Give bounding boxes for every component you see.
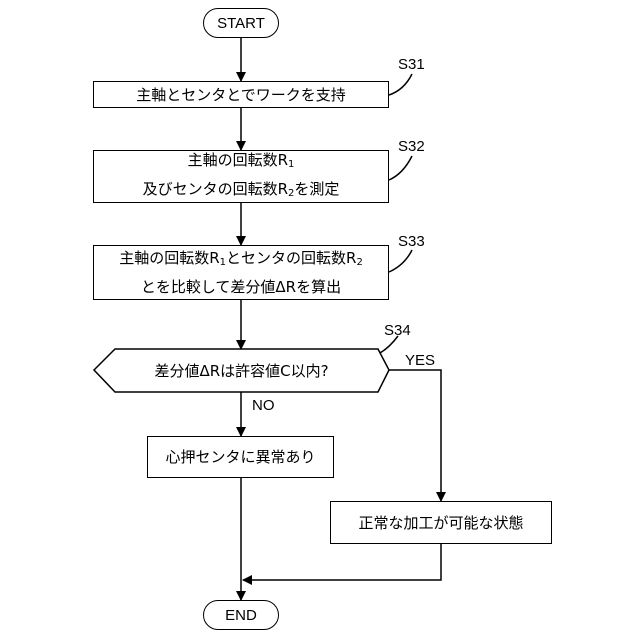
step-s33-tag: S33 [398, 233, 425, 250]
end-terminal: END [203, 600, 279, 630]
leader-s31 [389, 74, 412, 95]
start-terminal: START [203, 8, 279, 38]
step-s33-box: 主軸の回転数R1とセンタの回転数R2 とを比較して差分値ΔRを算出 [93, 245, 389, 300]
leader-s32 [389, 156, 412, 180]
decision-no-label: NO [252, 397, 275, 414]
start-label: START [217, 15, 265, 32]
step-s33-line1: 主軸の回転数R1とセンタの回転数R2 [119, 246, 363, 275]
decision-yes-label: YES [405, 352, 435, 369]
arrow-normal-to-merge [243, 544, 441, 580]
outcome-abnormal-box: 心押センタに異常あり [147, 436, 334, 478]
leader-s33 [389, 250, 412, 272]
outcome-abnormal-text: 心押センタに異常あり [165, 445, 315, 469]
decision-s34-text: 差分値ΔRは許容値C以内? [94, 349, 389, 392]
step-s31-box: 主軸とセンタとでワークを支持 [93, 81, 389, 108]
step-s32-tag: S32 [398, 138, 425, 155]
step-s32-line2: 及びセンタの回転数R2を測定 [143, 177, 340, 206]
arrow-yes-to-normal [389, 370, 441, 501]
step-s32-box: 主軸の回転数R1 及びセンタの回転数R2を測定 [93, 150, 389, 203]
end-label: END [225, 607, 257, 624]
step-s31-text: 主軸とセンタとでワークを支持 [136, 83, 346, 107]
outcome-normal-text: 正常な加工が可能な状態 [358, 511, 523, 535]
step-s31-tag: S31 [398, 56, 425, 73]
step-s33-line2: とを比較して差分値ΔRを算出 [141, 275, 341, 299]
outcome-normal-box: 正常な加工が可能な状態 [330, 501, 552, 544]
step-s34-tag: S34 [384, 322, 411, 339]
step-s32-line1: 主軸の回転数R1 [188, 148, 295, 177]
